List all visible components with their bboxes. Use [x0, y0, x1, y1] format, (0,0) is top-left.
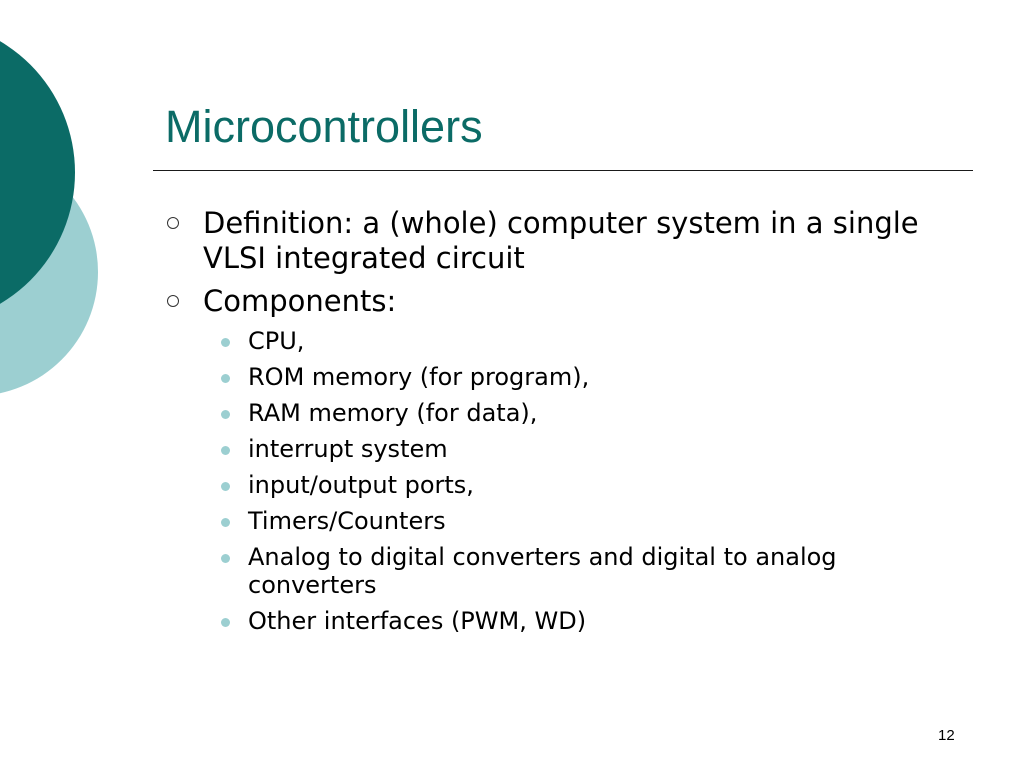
filled-dot-bullet-icon: [221, 410, 230, 419]
filled-dot-bullet-icon: [221, 374, 230, 383]
list-item-text: Analog to digital converters and digital…: [248, 543, 837, 599]
filled-dot-bullet-icon: [221, 518, 230, 527]
filled-dot-bullet-icon: [221, 338, 230, 347]
list-item-text: interrupt system: [248, 435, 448, 463]
bullet-components: Components:: [165, 284, 955, 319]
bullet-definition-text: Definition: a (whole) computer system in…: [203, 206, 919, 275]
list-item: RAM memory (for data),: [219, 399, 955, 427]
hollow-circle-bullet-icon: [167, 217, 179, 229]
list-item-text: RAM memory (for data),: [248, 399, 538, 427]
list-item: Analog to digital converters and digital…: [219, 543, 955, 599]
list-item-text: Other interfaces (PWM, WD): [248, 607, 587, 635]
list-item: CPU,: [219, 327, 955, 355]
list-item: Other interfaces (PWM, WD): [219, 607, 955, 635]
components-list: CPU, ROM memory (for program), RAM memor…: [165, 327, 955, 635]
list-item-text: CPU,: [248, 327, 305, 355]
slide-title: Microcontrollers: [165, 101, 483, 152]
filled-dot-bullet-icon: [221, 554, 230, 563]
hollow-circle-bullet-icon: [167, 295, 179, 307]
list-item-text: ROM memory (for program),: [248, 363, 590, 391]
filled-dot-bullet-icon: [221, 618, 230, 627]
list-item: interrupt system: [219, 435, 955, 463]
bullet-definition: Definition: a (whole) computer system in…: [165, 206, 955, 276]
list-item-text: input/output ports,: [248, 471, 474, 499]
list-item-text: Timers/Counters: [248, 507, 446, 535]
list-item: input/output ports,: [219, 471, 955, 499]
page-number: 12: [938, 727, 955, 744]
slide-content: Definition: a (whole) computer system in…: [165, 206, 955, 643]
filled-dot-bullet-icon: [221, 446, 230, 455]
list-item: Timers/Counters: [219, 507, 955, 535]
filled-dot-bullet-icon: [221, 482, 230, 491]
title-divider: [153, 170, 973, 171]
bullet-components-text: Components:: [203, 284, 397, 318]
list-item: ROM memory (for program),: [219, 363, 955, 391]
